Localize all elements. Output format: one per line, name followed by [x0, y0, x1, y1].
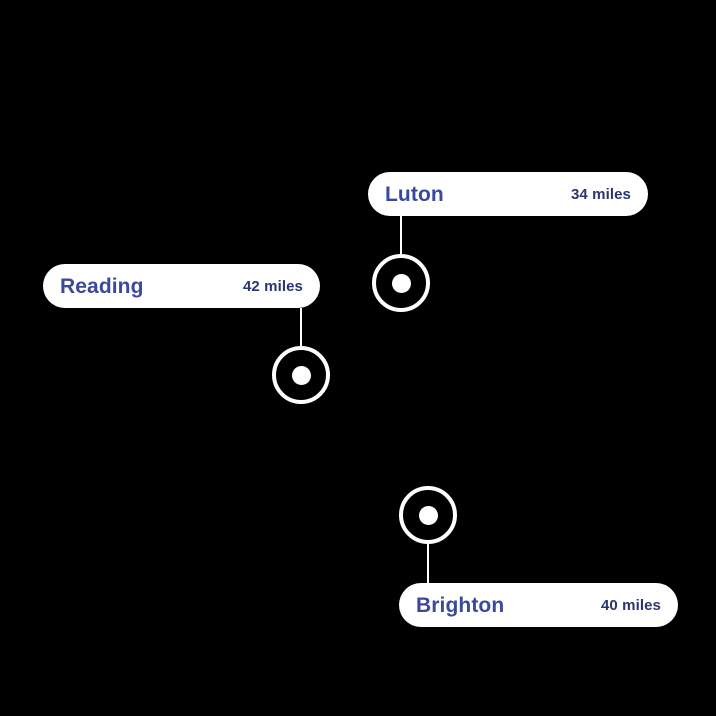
map-marker-brighton[interactable] — [399, 486, 457, 544]
location-distance-label: 34 miles — [570, 185, 631, 203]
location-name-label: Luton — [385, 182, 444, 206]
info-pill-brighton[interactable]: Brighton 40 miles — [399, 583, 678, 627]
map-marker-reading[interactable] — [272, 346, 330, 404]
connector-line-brighton — [427, 544, 429, 584]
location-distance-label: 42 miles — [242, 277, 303, 295]
info-pill-reading[interactable]: Reading 42 miles — [43, 264, 320, 308]
connector-line-reading — [300, 308, 302, 346]
map-marker-luton[interactable] — [372, 254, 430, 312]
location-name-label: Reading — [60, 274, 144, 298]
location-distance-label: 40 miles — [600, 596, 661, 614]
marker-center-dot-icon — [291, 365, 311, 385]
info-pill-luton[interactable]: Luton 34 miles — [368, 172, 648, 216]
connector-line-luton — [400, 216, 402, 254]
marker-center-dot-icon — [418, 505, 438, 525]
location-name-label: Brighton — [416, 593, 505, 617]
marker-center-dot-icon — [391, 273, 411, 293]
